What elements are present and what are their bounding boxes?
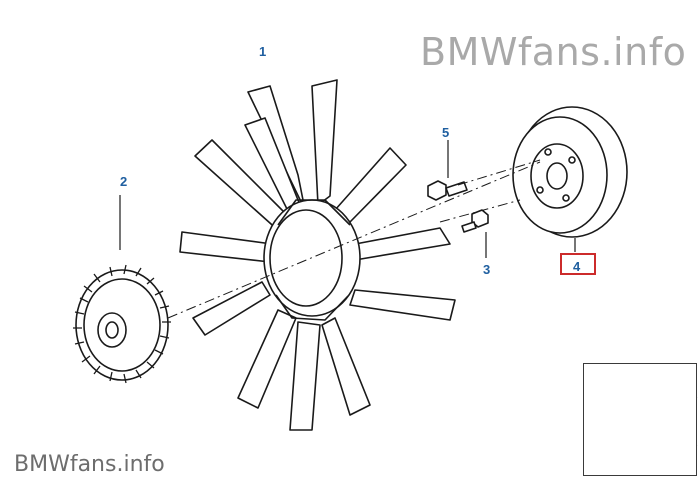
callout-4-highlight-box (560, 253, 596, 275)
callout-5[interactable]: 5 (442, 125, 450, 140)
fan-blades (179, 79, 456, 431)
callout-3[interactable]: 3 (483, 262, 491, 277)
callout-1[interactable]: 1 (259, 44, 267, 59)
bolt (427, 140, 468, 201)
callout-2[interactable]: 2 (120, 174, 128, 189)
watermark-top: BMWfans.info (420, 30, 687, 74)
fan-clutch (73, 195, 171, 384)
watermark-bottom: BMWfans.info (14, 452, 165, 477)
vehicle-location-thumbnail (583, 363, 697, 476)
bolt-short (461, 209, 489, 258)
fan-hub-ring (263, 199, 361, 321)
pulley (512, 106, 628, 252)
center-lines (167, 159, 541, 319)
callout-4[interactable]: 4 (573, 259, 581, 274)
